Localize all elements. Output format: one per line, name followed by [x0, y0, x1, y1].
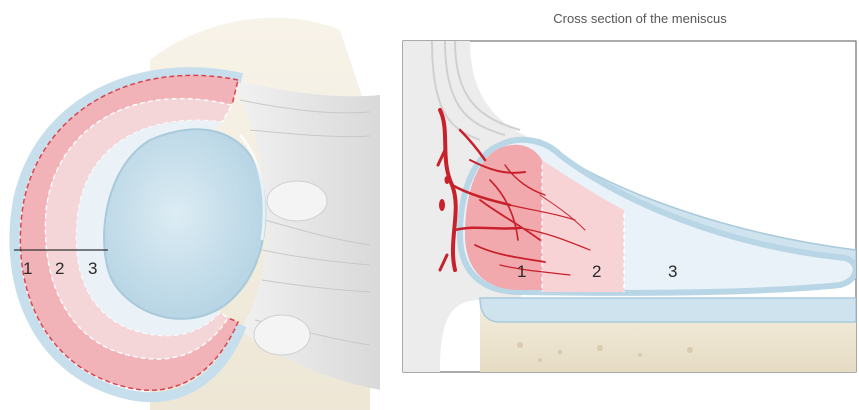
left-zone-label-2: 2 [55, 259, 64, 278]
left-zone-label-3: 3 [88, 259, 97, 278]
fat-pad-lower [254, 315, 310, 355]
meniscus-top-view: 1 2 3 [14, 18, 380, 410]
cross-section-panel: 1 2 3 [403, 41, 856, 372]
fat-pad-upper [267, 181, 327, 221]
right-zone-label-3: 3 [668, 262, 677, 281]
cross-section-title: Cross section of the meniscus [553, 11, 727, 26]
right-zone-label-2: 2 [592, 262, 601, 281]
right-zone-label-1: 1 [517, 262, 526, 281]
left-zone-label-1: 1 [23, 259, 32, 278]
tibial-cartilage [480, 298, 856, 322]
